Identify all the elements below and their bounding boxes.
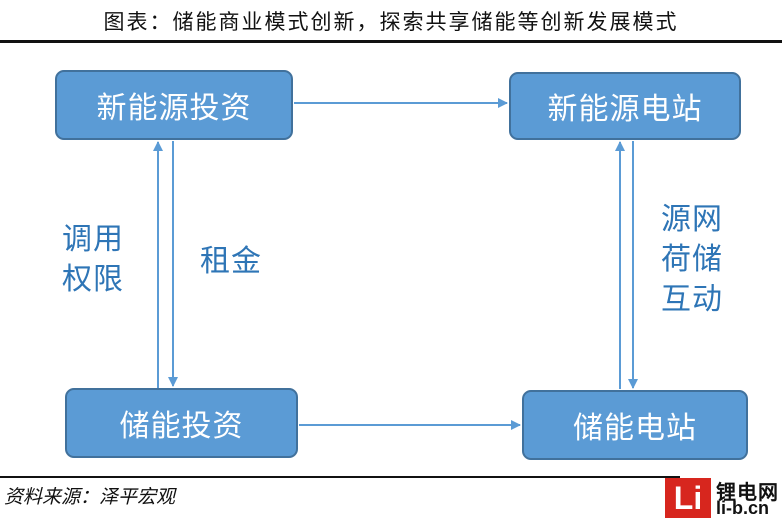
node-new-energy-station: 新能源电站 <box>509 72 741 140</box>
figure-title: 图表：储能商业模式创新，探索共享储能等创新发展模式 <box>103 10 679 34</box>
watermark-cn: 锂电网 <box>716 480 779 504</box>
bottom-rule <box>0 476 680 478</box>
node-storage-station: 储能电站 <box>522 390 748 460</box>
label-grid-interaction: 源网荷储互动 <box>661 202 723 317</box>
node-new-energy-investment: 新能源投资 <box>55 70 293 140</box>
watermark-url: li-b.cn <box>716 498 769 518</box>
top-rule <box>0 40 782 43</box>
label-rent: 租金 <box>200 244 262 279</box>
watermark-logo: Li <box>665 478 711 518</box>
node-storage-investment: 储能投资 <box>65 388 298 458</box>
label-dispatch-rights: 调用权限 <box>62 222 124 297</box>
source-note: 资料来源：泽平宏观 <box>4 486 176 508</box>
